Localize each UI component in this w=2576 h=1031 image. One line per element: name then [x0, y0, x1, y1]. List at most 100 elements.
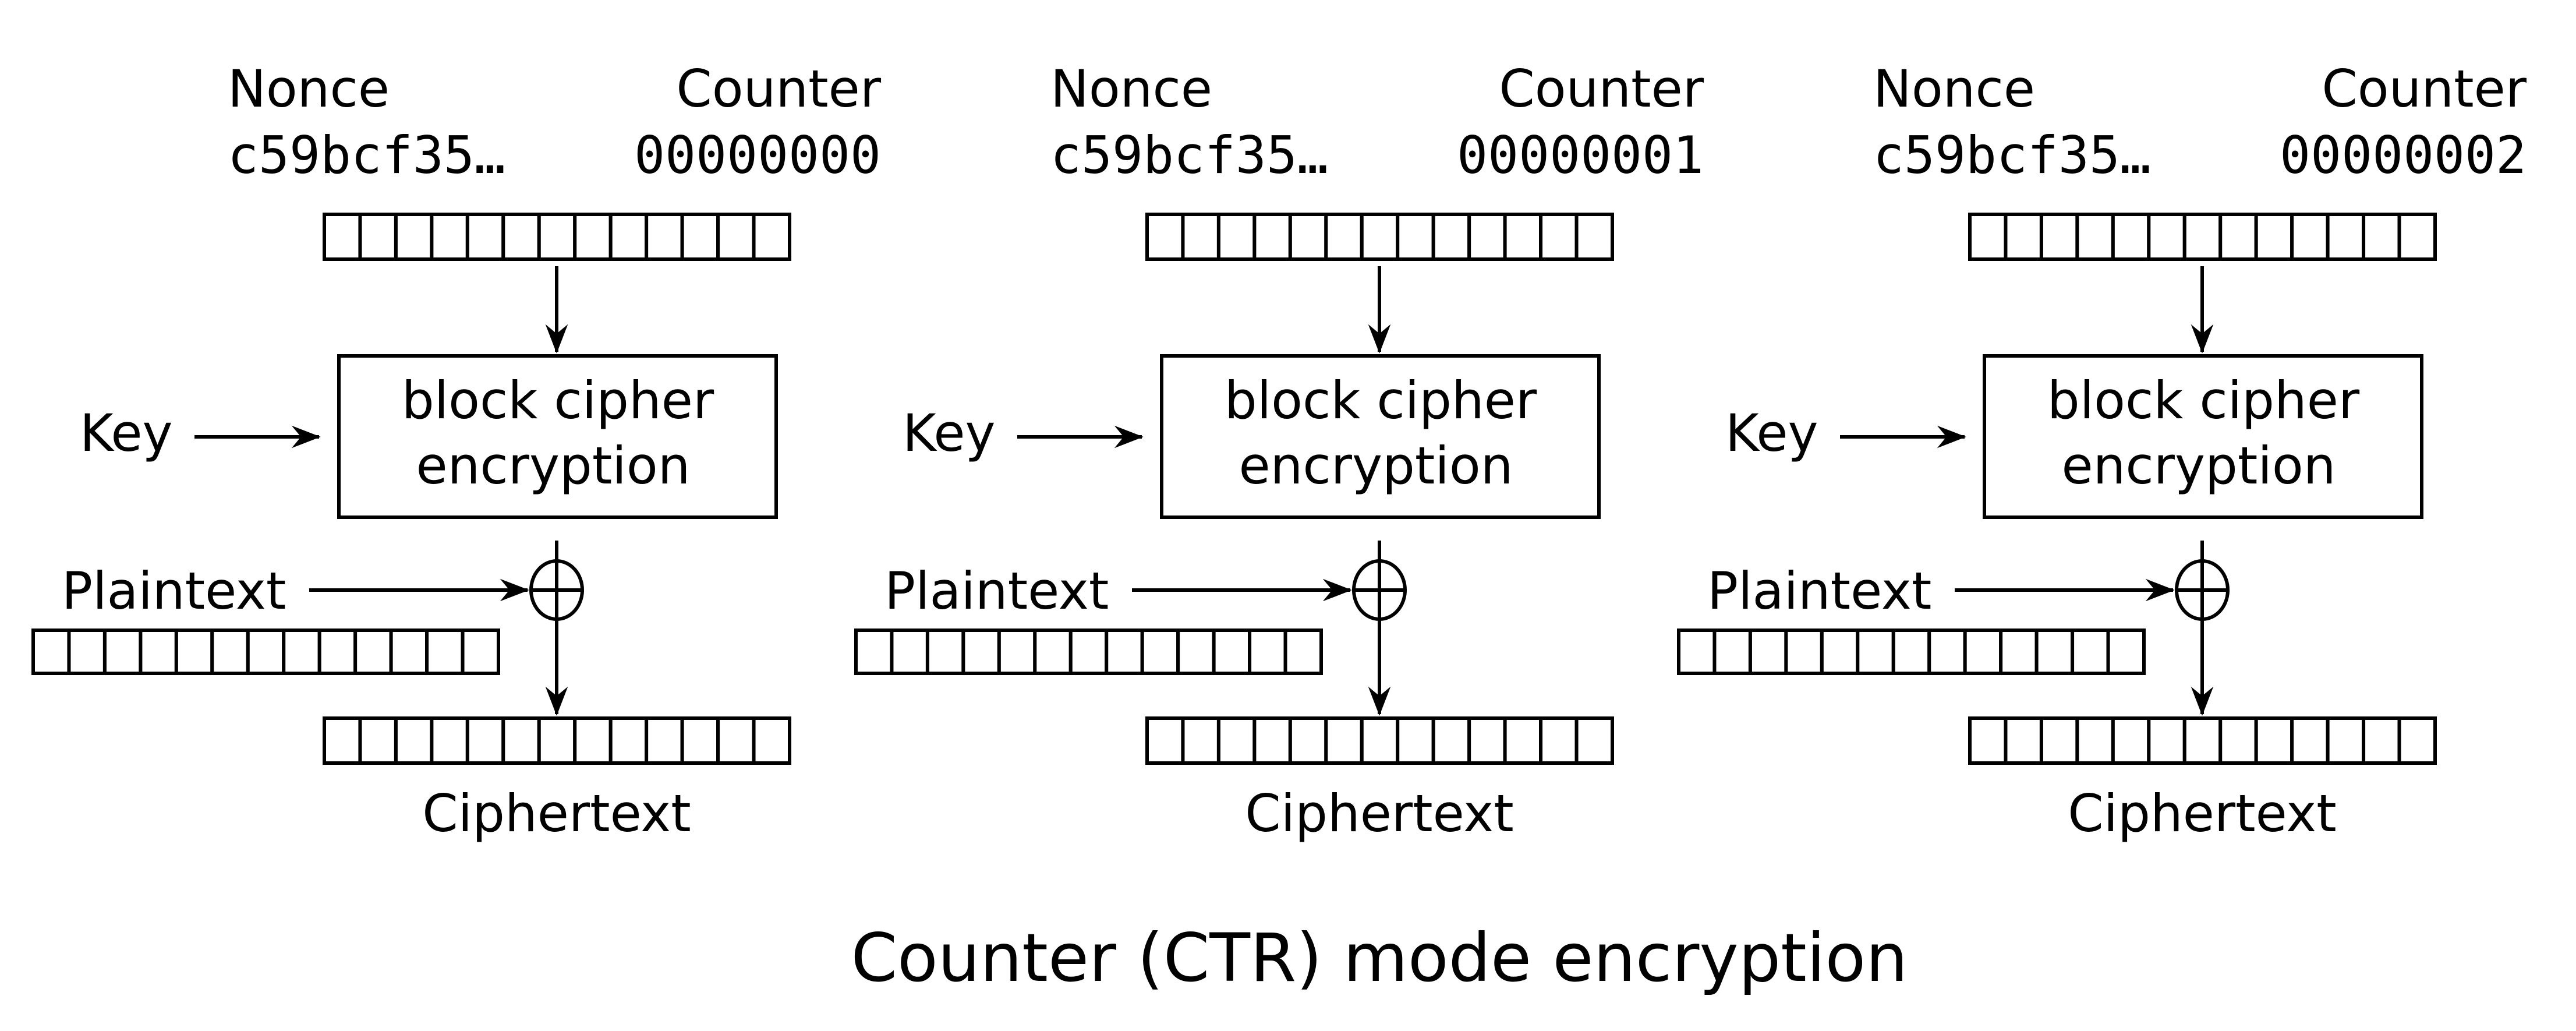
block-cell: [2071, 629, 2110, 675]
xor-icon: [529, 559, 584, 621]
block-cell: [282, 629, 321, 675]
diagram-title: Counter (CTR) mode encryption: [851, 919, 1908, 997]
block-cell: [1105, 629, 1144, 675]
arrowhead-icon: [2191, 686, 2214, 716]
block-cell: [608, 213, 649, 261]
block-cell: [430, 716, 469, 765]
block-cell: [2075, 213, 2115, 261]
block-cell: [2147, 213, 2186, 261]
block-cell: [501, 716, 541, 765]
block-cell: [389, 629, 429, 675]
block-cell: [2182, 213, 2223, 261]
nonce-label: Nonce: [228, 59, 390, 119]
cipher-label-line2: encryption: [416, 436, 691, 496]
block-cell: [2290, 213, 2330, 261]
key-arrow: [1017, 425, 1144, 449]
counter-block: [1968, 213, 2437, 261]
arrowhead-icon: [1322, 578, 1352, 602]
block-cell: [645, 716, 684, 765]
arrowhead-icon: [1114, 425, 1144, 449]
plaintext-block: [854, 629, 1323, 675]
block-cell: [2106, 629, 2146, 675]
plaintext-block: [31, 629, 500, 675]
cipher-label-line2: encryption: [1239, 436, 1513, 496]
ciphertext-block: [1968, 716, 2437, 765]
block-cell: [1784, 629, 1824, 675]
arrowhead-icon: [545, 686, 568, 716]
cipher-label-line1: block cipher: [1225, 370, 1537, 430]
block-cell: [394, 213, 434, 261]
block-cell: [174, 629, 214, 675]
counter-block: [323, 213, 791, 261]
block-cell: [501, 213, 541, 261]
ciphertext-label: Ciphertext: [422, 783, 691, 843]
block-cell: [1891, 629, 1931, 675]
block-cell: [1968, 213, 2008, 261]
block-cell: [573, 213, 613, 261]
block-cell: [890, 629, 929, 675]
nonce-value: c59bcf35…: [1050, 125, 1328, 185]
block-cell: [2075, 716, 2115, 765]
block-cell: [1216, 213, 1257, 261]
ciphertext-block: [1145, 716, 1614, 765]
ciphertext-label: Ciphertext: [1245, 783, 1514, 843]
plaintext-block: [1677, 629, 2146, 675]
block-cell: [1539, 716, 1579, 765]
key-label: Key: [903, 403, 996, 463]
block-cell: [752, 716, 791, 765]
block-cell: [210, 629, 250, 675]
block-cell: [854, 629, 894, 675]
block-cell: [2254, 716, 2294, 765]
block-cell: [2182, 716, 2223, 765]
block-cell: [2218, 213, 2258, 261]
block-cell: [1216, 716, 1257, 765]
block-cell: [1574, 716, 1614, 765]
arrowhead-icon: [1937, 425, 1966, 449]
ciphertext-label: Ciphertext: [2068, 783, 2337, 843]
block-cell: [997, 629, 1037, 675]
block-cell: [2111, 716, 2151, 765]
block-cell: [1145, 213, 1185, 261]
block-cell: [2039, 213, 2079, 261]
counter-block: [1145, 213, 1614, 261]
counter-to-cipher-arrow: [1368, 266, 1391, 354]
block-cell: [537, 716, 577, 765]
block-cell: [1963, 629, 2003, 675]
block-cell: [1324, 213, 1364, 261]
block-cell: [2004, 213, 2043, 261]
key-label: Key: [80, 403, 173, 463]
plaintext-label: Plaintext: [884, 561, 1109, 621]
block-cell: [2397, 716, 2437, 765]
block-cell: [461, 629, 500, 675]
nonce-value: c59bcf35…: [228, 125, 505, 185]
block-cell: [1033, 629, 1073, 675]
block-cell: [1999, 629, 2039, 675]
block-cell: [1431, 716, 1471, 765]
block-cell: [31, 629, 71, 675]
xor-to-ciphertext-arrow: [2191, 617, 2214, 716]
block-cell: [67, 629, 107, 675]
counter-to-cipher-arrow: [545, 266, 568, 354]
block-cell: [1503, 716, 1543, 765]
block-cell: [961, 629, 1001, 675]
block-cell: [537, 213, 577, 261]
block-cell: [925, 629, 965, 675]
block-cell: [425, 629, 465, 675]
plaintext-label: Plaintext: [62, 561, 286, 621]
block-cell: [1248, 629, 1287, 675]
block-cell: [1288, 213, 1328, 261]
block-cell: [1396, 716, 1435, 765]
block-cell: [1145, 716, 1185, 765]
block-cell: [1068, 629, 1109, 675]
block-cell: [1252, 716, 1292, 765]
block-cell: [2326, 716, 2366, 765]
block-cell: [1431, 213, 1471, 261]
key-label: Key: [1725, 403, 1818, 463]
block-cell: [1467, 213, 1507, 261]
counter-value: 00000000: [634, 125, 881, 185]
arrowhead-icon: [2191, 324, 2214, 354]
